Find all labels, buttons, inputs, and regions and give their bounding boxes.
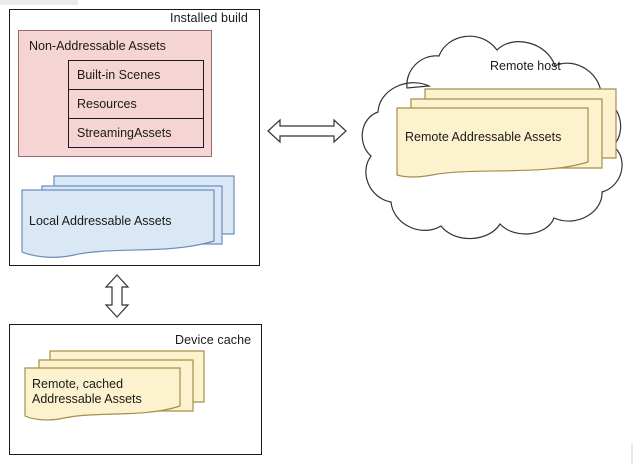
build-to-cache-arrow bbox=[103, 273, 131, 319]
build-to-host-arrow bbox=[266, 117, 348, 145]
device-cache-assets-label: Remote, cached Addressable Assets bbox=[32, 377, 142, 406]
cache-stack-sheet-front bbox=[24, 367, 181, 421]
streamingassets-box: StreamingAssets bbox=[68, 118, 204, 148]
remote-addressable-assets-stack: Remote Addressable Assets bbox=[394, 86, 624, 186]
remote-host-label: Remote host bbox=[490, 59, 561, 73]
right-edge-artifact bbox=[631, 444, 633, 464]
builtin-scenes-box: Built-in Scenes bbox=[68, 60, 204, 90]
double-headed-vertical-arrow bbox=[104, 274, 130, 318]
remote-addressable-assets-label: Remote Addressable Assets bbox=[405, 130, 562, 144]
remote-stack-sheet-front bbox=[396, 107, 589, 178]
non-addressable-assets-title: Non-Addressable Assets bbox=[29, 39, 166, 53]
local-addressable-assets-stack: Local Addressable Assets bbox=[18, 172, 248, 262]
installed-build-label: Installed build bbox=[170, 11, 248, 25]
top-edge-artifact bbox=[0, 0, 78, 5]
device-cache-label: Device cache bbox=[175, 333, 252, 347]
device-cache-assets-stack: Remote, cached Addressable Assets bbox=[22, 348, 222, 428]
local-stack-sheet-front bbox=[21, 189, 215, 258]
resources-box: Resources bbox=[68, 89, 204, 119]
double-headed-horizontal-arrow bbox=[267, 118, 347, 144]
local-addressable-assets-label: Local Addressable Assets bbox=[29, 214, 172, 228]
